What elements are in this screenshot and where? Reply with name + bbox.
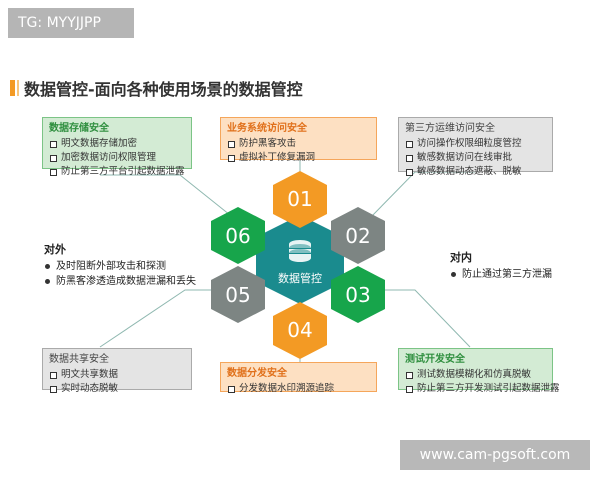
box-title: 数据共享安全 bbox=[49, 354, 109, 365]
external-title: 对外 bbox=[44, 243, 66, 256]
list-item: 及时阻断外部攻击和探测 bbox=[44, 259, 196, 274]
hex-05-label: 05 bbox=[225, 283, 250, 307]
box-testing-security: 测试开发安全 测试数据模糊化和仿真脱敏 防止第三方开发测试引起数据泄露 bbox=[398, 348, 560, 394]
list-item: 防止通过第三方泄漏 bbox=[450, 267, 552, 282]
box-ops-security: 第三方运维访问安全 访问操作权限细粒度管控 敏感数据访问在线审批 敏感数据动态遮… bbox=[398, 117, 553, 177]
box-business-security: 业务系统访问安全 防护黑客攻击 虚拟补丁修复漏洞 bbox=[220, 117, 377, 163]
box-sharing-security: 数据共享安全 明文共享数据 实时动态脱敏 bbox=[42, 348, 192, 394]
list-item: 防黑客渗透造成数据泄漏和丢失 bbox=[44, 274, 196, 289]
box-title: 测试开发安全 bbox=[405, 354, 465, 365]
connector-testing bbox=[375, 289, 471, 348]
title-accent-bar-light bbox=[17, 80, 19, 96]
list-item: 访问操作权限细粒度管控 bbox=[405, 137, 546, 151]
hex-01 bbox=[273, 171, 327, 228]
list-item: 分发数据水印溯源追踪 bbox=[227, 382, 370, 396]
hex-03-label: 03 bbox=[345, 283, 370, 307]
list-item: 敏感数据动态遮蔽、脱敏 bbox=[405, 165, 546, 179]
list-item: 防护黑客攻击 bbox=[227, 137, 370, 151]
hex-02 bbox=[331, 207, 385, 264]
list-item: 实时动态脱敏 bbox=[49, 382, 185, 396]
box-title: 业务系统访问安全 bbox=[227, 123, 307, 134]
list-item: 加密数据访问权限管理 bbox=[49, 151, 185, 165]
hex-06 bbox=[211, 207, 265, 264]
list-item: 防止第三方平台引起数据泄露 bbox=[49, 165, 185, 179]
internal-title: 对内 bbox=[450, 251, 472, 264]
list-item: 敏感数据访问在线审批 bbox=[405, 151, 546, 165]
list-item: 明文数据存储加密 bbox=[49, 137, 185, 151]
internal-section: 对内 防止通过第三方泄漏 bbox=[450, 250, 552, 282]
connector-storage bbox=[100, 174, 231, 216]
box-title: 数据存储安全 bbox=[49, 123, 109, 134]
box-distribution-security: 数据分发安全 分发数据水印溯源追踪 bbox=[220, 362, 377, 394]
connector-ops bbox=[369, 171, 475, 219]
database-icon bbox=[289, 240, 311, 262]
list-item: 明文共享数据 bbox=[49, 368, 185, 382]
hex-02-label: 02 bbox=[345, 224, 370, 248]
hex-05 bbox=[211, 266, 265, 323]
center-label: 数据管控 bbox=[278, 271, 322, 285]
list-item: 虚拟补丁修复漏洞 bbox=[227, 151, 370, 165]
hex-01-label: 01 bbox=[287, 187, 312, 211]
box-title: 数据分发安全 bbox=[227, 368, 287, 379]
tg-tag: TG: MYYJJPP bbox=[8, 8, 134, 38]
box-title: 第三方运维访问安全 bbox=[405, 123, 495, 134]
title-accent-bar bbox=[10, 80, 15, 96]
hex-04 bbox=[273, 302, 327, 359]
external-section: 对外 及时阻断外部攻击和探测 防黑客渗透造成数据泄漏和丢失 bbox=[44, 242, 196, 289]
page-title: 数据管控-面向各种使用场景的数据管控 bbox=[24, 80, 303, 99]
hex-03 bbox=[331, 266, 385, 323]
box-storage-security: 数据存储安全 明文数据存储加密 加密数据访问权限管理 防止第三方平台引起数据泄露 bbox=[42, 117, 192, 177]
list-item: 防止第三方开发测试引起数据泄露 bbox=[405, 382, 560, 396]
list-item: 测试数据模糊化和仿真脱敏 bbox=[405, 368, 546, 382]
hex-06-label: 06 bbox=[225, 224, 250, 248]
watermark-banner: www.cam-pgsoft.com bbox=[400, 440, 590, 470]
hex-04-label: 04 bbox=[287, 318, 312, 342]
